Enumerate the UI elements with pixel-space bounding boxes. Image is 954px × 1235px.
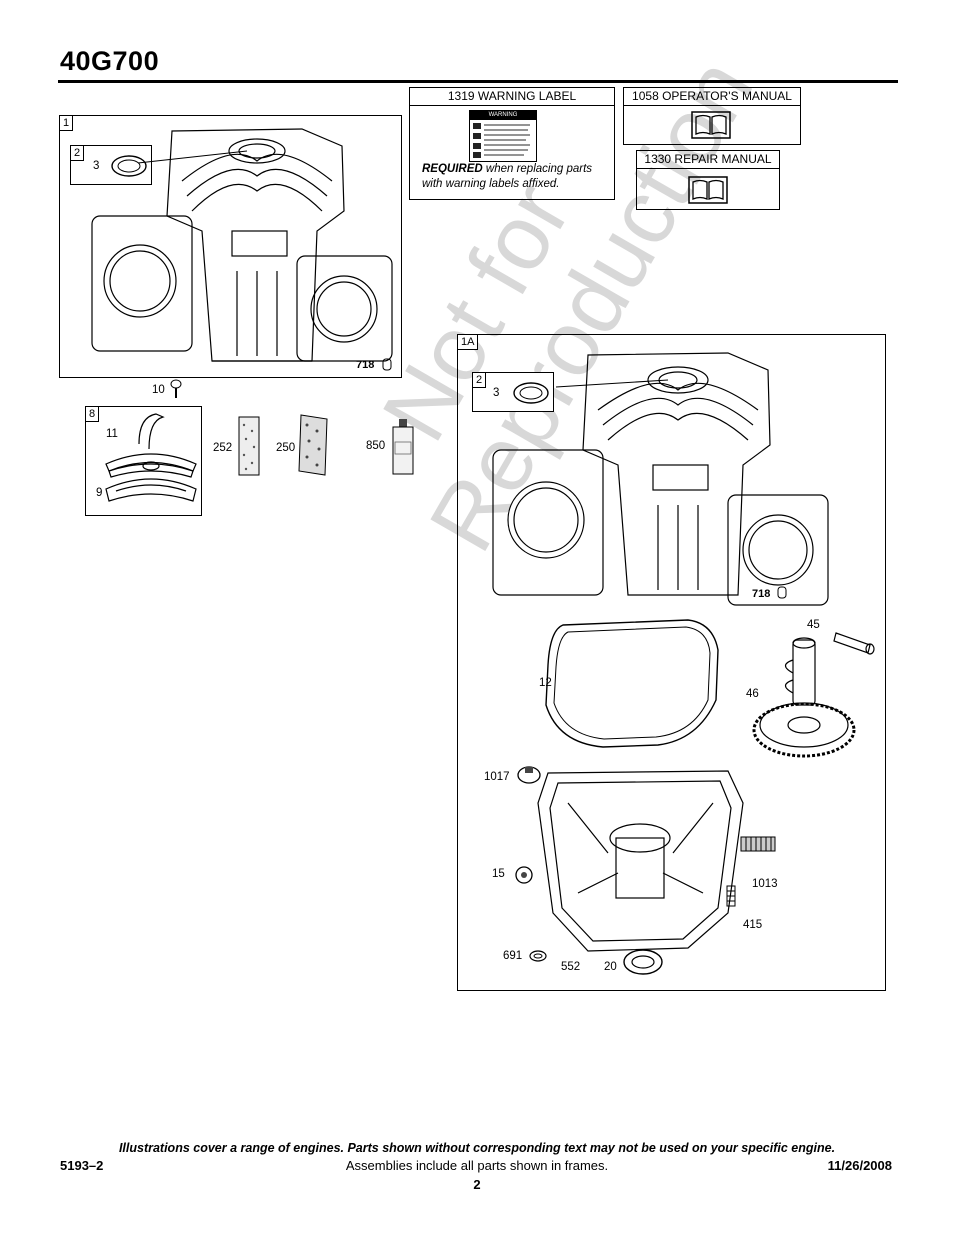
nut-drawing: [515, 866, 533, 884]
part-10-label: 10: [152, 384, 165, 396]
repair-manual-title: 1330 REPAIR MANUAL: [637, 151, 779, 169]
part-850-label: 850: [366, 440, 386, 452]
warning-label-image: WARNING: [469, 110, 537, 162]
frame-1: 1 2 3 718: [59, 115, 402, 378]
frame-1a: 1A 2 3 718 12 45: [457, 334, 886, 991]
part-718-label: 718: [356, 359, 375, 371]
part-11-label: 11: [106, 428, 118, 440]
part-3-label: 3: [493, 387, 500, 399]
plug-drawing: [382, 358, 392, 371]
part-552-label: 552: [561, 961, 581, 973]
part-20-label: 20: [604, 961, 617, 973]
operators-manual-title: 1058 OPERATOR'S MANUAL: [624, 88, 800, 106]
dowel-pin-drawing: [740, 836, 776, 852]
crankcase-gasket-drawing: [545, 619, 719, 748]
part-45-label: 45: [807, 619, 820, 631]
warning-label-heading: WARNING: [470, 111, 536, 120]
part-250-label: 250: [276, 442, 296, 454]
header-rule: [58, 80, 898, 83]
washer-drawing: [529, 950, 547, 962]
cylinder-block-drawing: [91, 128, 393, 362]
cylinder-block-drawing: [492, 352, 829, 606]
part-252-label: 252: [213, 442, 233, 454]
screw-drawing: [170, 379, 182, 398]
seal-ring-drawing: [513, 382, 549, 404]
repair-manual-box: 1330 REPAIR MANUAL: [636, 150, 780, 210]
part-12-label: 12: [539, 677, 552, 689]
required-word: REQUIRED: [422, 163, 483, 175]
part-1017-label: 1017: [484, 771, 510, 783]
frame-1a-subframe: 2 3: [472, 372, 554, 412]
frame-1-tag: 1: [59, 115, 74, 131]
part-9-label: 9: [96, 487, 103, 499]
plug-drawing: [777, 586, 787, 599]
frame-1-subframe: 2 3: [70, 145, 152, 185]
part-415-label: 415: [743, 919, 763, 931]
air-guide-drawing: [105, 413, 197, 502]
required-text: when replacing parts with warning labels…: [422, 163, 593, 190]
warning-label-box: 1319 WARNING LABEL WARNING REQUIRED when…: [409, 87, 615, 200]
book-icon: [688, 176, 728, 204]
assemblies-note: Assemblies include all parts shown in fr…: [345, 1158, 609, 1173]
document-id: 5193–2: [60, 1158, 104, 1173]
breather-drawing: [517, 766, 541, 784]
book-icon: [691, 111, 731, 139]
document-date: 11/26/2008: [827, 1158, 892, 1173]
seal-ring-drawing: [111, 155, 147, 177]
oil-seal-drawing: [623, 949, 663, 975]
filter-element-drawing: [238, 416, 260, 476]
page-number: 2: [473, 1177, 481, 1192]
warning-label-title: 1319 WARNING LABEL: [410, 88, 614, 106]
warning-required-note: REQUIRED when replacing parts with warni…: [422, 162, 614, 192]
warning-label-lines: [473, 123, 530, 158]
frame-1a-tag: 1A: [457, 334, 479, 350]
part-1013-label: 1013: [752, 878, 778, 890]
frame-8: 8 11 9: [85, 406, 202, 516]
frame-8-tag: 8: [85, 406, 100, 422]
part-46-label: 46: [746, 688, 759, 700]
part-691-label: 691: [503, 950, 523, 962]
frame-1-subframe-tag: 2: [70, 145, 85, 161]
footer-note: Illustrations cover a range of engines. …: [118, 1141, 836, 1155]
part-3-label: 3: [93, 160, 100, 172]
camshaft-gear-drawing: [752, 632, 875, 758]
frame-1a-subframe-tag: 2: [472, 372, 487, 388]
page-title: 40G700: [60, 46, 160, 76]
sealant-tube-drawing: [392, 419, 414, 475]
operators-manual-box: 1058 OPERATOR'S MANUAL: [623, 87, 801, 145]
gasket-set-drawing: [298, 414, 328, 476]
part-15-label: 15: [492, 868, 505, 880]
part-718-label: 718: [752, 588, 771, 600]
crankcase-cover-drawing: [537, 770, 744, 952]
screw-drawing: [726, 885, 736, 907]
